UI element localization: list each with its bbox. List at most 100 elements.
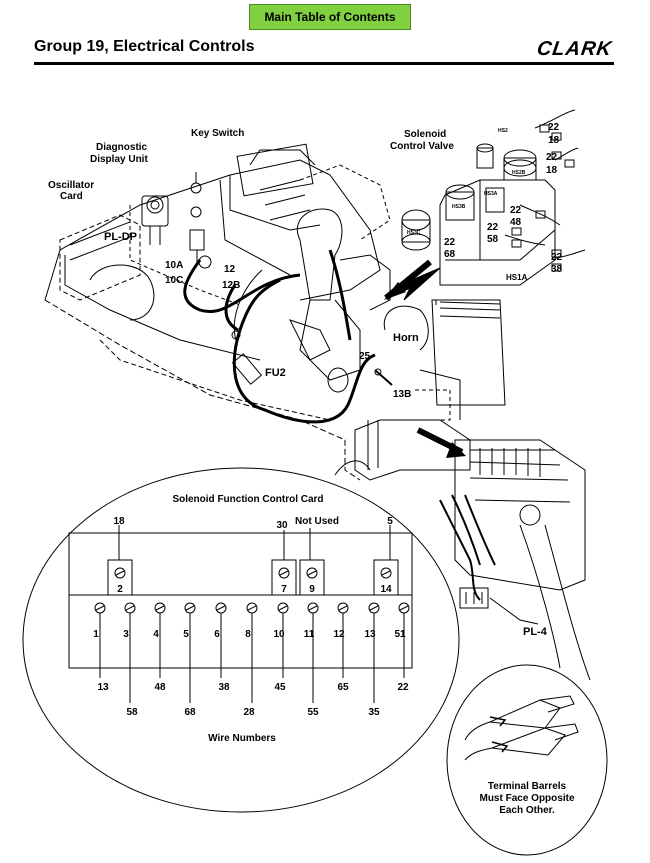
wire-number-68: 68 <box>184 707 196 718</box>
lower-screw-slot-3 <box>125 605 135 611</box>
solenoid-function-control-card <box>68 525 413 669</box>
label-38: 38 <box>551 264 563 275</box>
upper-terminal-9: 9 <box>309 584 315 595</box>
lower-terminal-6: 6 <box>214 629 220 640</box>
terminal-detail <box>446 524 608 856</box>
lower-terminal-4: 4 <box>153 629 159 640</box>
label-13b: 13B <box>393 389 411 400</box>
label-terminal-2: Must Face Opposite <box>479 793 574 804</box>
label-48: 48 <box>510 217 522 228</box>
diagnostic-display-unit <box>141 195 169 245</box>
card-title: Solenoid Function Control Card <box>172 494 323 505</box>
lower-terminal-1: 1 <box>93 629 99 640</box>
label-12b: 12B <box>222 280 240 291</box>
wire-number-13: 13 <box>97 682 109 693</box>
label-12: 12 <box>224 264 236 275</box>
label-68: 68 <box>444 249 456 260</box>
truck-frame <box>44 143 506 481</box>
label-10c: 10C <box>165 275 183 286</box>
lower-screw-slot-13 <box>369 605 379 611</box>
label-22-c: 22 <box>510 205 522 216</box>
label-hs2b: HS2B <box>512 170 526 176</box>
label-terminal-1: Terminal Barrels <box>488 781 567 792</box>
page-title: Group 19, Electrical Controls <box>34 38 255 55</box>
wire-numbers-label: Wire Numbers <box>208 733 276 744</box>
label-hs3c: HS3C <box>407 230 421 236</box>
label-22-f: 22 <box>551 252 563 263</box>
card-top-label-18: 18 <box>113 516 125 527</box>
label-horn: Horn <box>393 332 419 344</box>
upper-terminal-7: 7 <box>281 584 287 595</box>
wire-number-58: 58 <box>126 707 138 718</box>
upper-terminal-14: 14 <box>380 584 392 595</box>
label-18-a: 18 <box>548 135 560 146</box>
lower-screw-slot-10 <box>278 605 288 611</box>
label-18-b: 18 <box>546 165 558 176</box>
lower-screw-slot-1 <box>95 605 105 611</box>
arrow-head-card <box>446 442 466 458</box>
label-pl-dp: PL-DP <box>104 231 137 243</box>
label-10a: 10A <box>165 260 183 271</box>
label-diagnostic-1: Diagnostic <box>96 142 148 153</box>
main-toc-button[interactable]: Main Table of Contents <box>249 4 411 30</box>
lower-terminal-8: 8 <box>245 629 251 640</box>
wire-number-55: 55 <box>307 707 319 718</box>
lower-screw-slot-6 <box>216 605 226 611</box>
upper-terminal-2: 2 <box>117 584 123 595</box>
solenoid-control-valve <box>401 109 586 286</box>
lower-terminal-51: 51 <box>394 629 406 640</box>
label-25: 25 <box>359 351 371 362</box>
wire-number-35: 35 <box>368 707 380 718</box>
label-hs3a: HS3A <box>484 191 498 197</box>
wire-number-28: 28 <box>243 707 255 718</box>
lower-terminal-3: 3 <box>123 629 129 640</box>
label-22-b: 22 <box>546 152 558 163</box>
lower-screws <box>94 602 410 614</box>
lower-screw-slot-12 <box>338 605 348 611</box>
wire-number-45: 45 <box>274 682 286 693</box>
card-zoom-outline <box>22 467 460 813</box>
label-solenoid-2: Control Valve <box>390 141 454 152</box>
card-top-label-5: 5 <box>387 516 393 527</box>
label-oscillator-2: Card <box>60 191 83 202</box>
wire-lead-lines <box>99 613 405 703</box>
label-22-a: 22 <box>548 122 560 133</box>
label-58: 58 <box>487 234 499 245</box>
label-pl4: PL-4 <box>523 626 548 638</box>
card-top-label-30: 30 <box>276 520 288 531</box>
wire-number-22: 22 <box>397 682 409 693</box>
upper-screws <box>114 567 392 579</box>
header-rule <box>34 62 614 65</box>
label-hs3b: HS3B <box>452 204 466 210</box>
fuse-fu2 <box>231 330 263 385</box>
lower-screw-slot-8 <box>247 605 257 611</box>
oscillator-card <box>59 214 155 321</box>
key-switch-icon <box>189 172 212 269</box>
zoom-connector <box>334 460 371 476</box>
lower-terminal-13: 13 <box>364 629 376 640</box>
card-top-label-not-used: Not Used <box>295 516 339 527</box>
label-diagnostic-2: Display Unit <box>90 154 148 165</box>
control-card-connector <box>439 439 586 625</box>
lower-screw-slot-5 <box>185 605 195 611</box>
label-hs2: HS2 <box>498 128 508 134</box>
label-solenoid-1: Solenoid <box>404 129 446 140</box>
label-key-switch: Key Switch <box>191 128 244 139</box>
lower-terminal-12: 12 <box>333 629 345 640</box>
label-22-d: 22 <box>487 222 499 233</box>
lower-screw-slot-51 <box>399 605 409 611</box>
label-fu2: FU2 <box>265 367 286 379</box>
wire-number-38: 38 <box>218 682 230 693</box>
cable-harness <box>183 249 376 424</box>
lower-terminal-5: 5 <box>183 629 189 640</box>
lower-screw-slot-11 <box>308 605 318 611</box>
label-hs1a: HS1A <box>506 273 528 282</box>
lower-screw-slot-4 <box>155 605 165 611</box>
label-oscillator-1: Oscillator <box>48 180 94 191</box>
lower-terminal-10: 10 <box>273 629 285 640</box>
arrow-head-valve <box>384 282 406 300</box>
wire-number-65: 65 <box>337 682 349 693</box>
